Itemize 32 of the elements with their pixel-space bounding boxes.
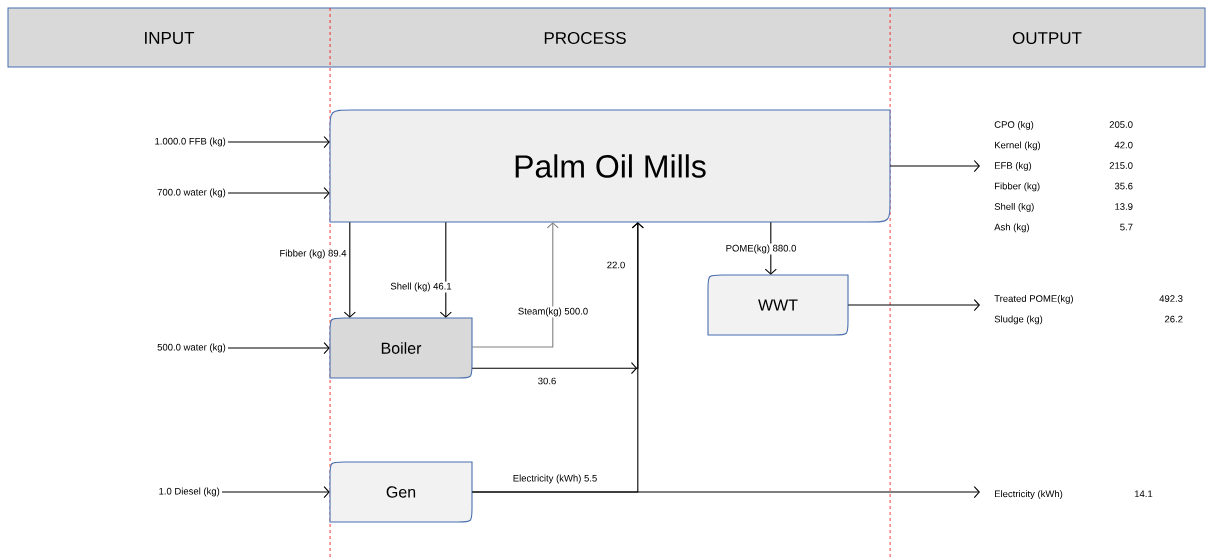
- arrow: [221, 485, 330, 499]
- input-label: 1.0 Diesel (kg): [159, 487, 220, 497]
- column-heading: INPUT: [145, 32, 195, 44]
- process-box: Palm Oil Mills: [329, 109, 891, 223]
- edge-label: Fibber (kg) 89.4: [278, 248, 348, 260]
- process-box: Boiler: [329, 317, 473, 379]
- arrow: [847, 298, 980, 312]
- edge-label: Electricity (kWh) 5.5: [511, 473, 599, 485]
- arrow: [343, 221, 356, 318]
- arrow: [227, 341, 330, 355]
- arrow: [889, 159, 980, 173]
- arrow: [471, 222, 559, 348]
- arrow: [471, 485, 980, 499]
- arrow: [439, 221, 452, 318]
- input-label: 500.0 water (kg): [157, 343, 226, 353]
- edge-label: Steam(kg) 500.0: [516, 306, 590, 318]
- arrow: [227, 186, 330, 200]
- process-box: Gen: [329, 461, 473, 523]
- input-label: 700.0 water (kg): [157, 188, 226, 198]
- arrow: [227, 135, 330, 149]
- column-heading: PROCESS: [544, 32, 626, 45]
- edge-label: POME(kg) 880.0: [724, 243, 798, 255]
- arrow: [764, 221, 777, 275]
- edge-label: Shell (kg) 46.1: [389, 281, 453, 293]
- output-table: CPO (kg) 205.0 Kernel (kg) 42.0 EFB (kg) 215.0 Fibber (kg) 35.6 Shell (kg) 13.9 Ash (kg) 5.7: [994, 120, 1133, 233]
- input-label: 1.000.0 FFB (kg): [155, 137, 226, 147]
- edge-label: 22.0: [605, 260, 627, 270]
- output-table: Treated POME(kg) 492.3 Sludge (kg) 26.2: [994, 294, 1183, 325]
- edge-label: 30.6: [536, 376, 558, 386]
- process-box: WWT: [707, 274, 849, 336]
- column-heading: OUTPUT: [1012, 32, 1082, 45]
- output-table: Electricity (kWh) 14.1: [995, 490, 1153, 500]
